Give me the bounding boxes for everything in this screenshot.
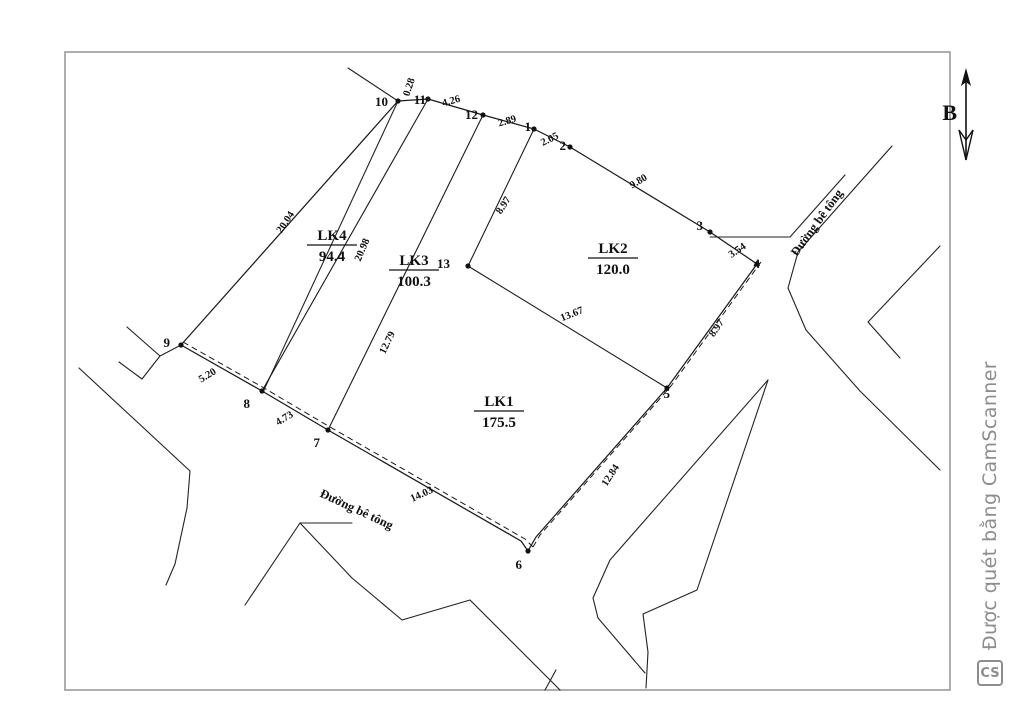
dimension-label-13: 12.79 (378, 330, 398, 356)
road-segment-bottom-right-a (642, 379, 769, 689)
dimension-label-1: 4.26 (441, 94, 462, 110)
corner-point-label-11: 11 (414, 92, 426, 107)
corner-point-label-6: 6 (516, 557, 523, 572)
corner-point-marker-10 (395, 98, 401, 104)
boundary-2-3 (569, 146, 711, 233)
road-segment-right-upper (709, 174, 846, 238)
corner-point-label-10: 10 (375, 94, 388, 109)
corner-point-marker-8 (259, 388, 265, 394)
dimension-label-0: 0.28 (402, 77, 418, 98)
corner-point-marker-6 (525, 548, 531, 554)
road-segment-bottom-right-c (544, 669, 557, 691)
corner-point-marker-9 (178, 342, 184, 348)
lot-label-LK4: LK4 94.4 (307, 228, 357, 265)
corner-point-label-1: 1 (525, 119, 532, 134)
lot-label-LK2: LK2 120.0 (588, 241, 638, 278)
corner-point-marker-11 (425, 96, 431, 102)
corner-point-marker-7 (325, 427, 331, 433)
corner-point-label-7: 7 (314, 435, 321, 450)
corner-point-markers (178, 96, 760, 554)
corner-point-label-12: 12 (465, 107, 478, 122)
corner-point-label-9: 9 (164, 335, 171, 350)
corner-point-label-4: 4 (754, 256, 761, 271)
corner-point-marker-2 (567, 144, 573, 150)
divider-lk3-lk1 (327, 114, 484, 431)
lot-area-LK1: 175.5 (482, 415, 516, 431)
lot-area-LK2: 120.0 (596, 262, 630, 278)
lot-label-LK3: LK3 100.3 (389, 253, 439, 290)
dimension-label-8: 14.03 (409, 485, 435, 505)
road-segment-right-band-outer (867, 245, 941, 359)
parcel-block-outline (180, 98, 758, 552)
lot-name-LK1: LK1 (484, 394, 513, 410)
corner-point-label-3: 3 (697, 218, 704, 233)
corner-point-marker-12 (480, 112, 486, 118)
corner-point-label-13: 13 (437, 256, 451, 271)
north-arrow-fletch (958, 129, 974, 161)
dimension-label-9: 4.73 (274, 409, 295, 428)
boundary-5-6 (527, 387, 668, 552)
lot-name-LK3: LK3 (399, 253, 428, 269)
lot-label-LK1: LK1 175.5 (474, 394, 524, 431)
lot-area-LK4: 94.4 (319, 249, 346, 265)
lot-name-LK4: LK4 (317, 228, 347, 244)
dimension-label-6: 8.97 (707, 318, 727, 339)
corner-point-label-5: 5 (664, 386, 671, 401)
dimension-label-2: 2.89 (497, 114, 518, 130)
boundary-3-4 (709, 231, 758, 265)
north-arrow: B (942, 68, 974, 161)
lot-name-LK2: LK2 (598, 241, 627, 257)
north-arrow-head (961, 68, 971, 86)
dimension-label-15: 13.67 (559, 305, 585, 324)
corner-point-marker-5 (664, 385, 670, 391)
road-segment-left-junction (126, 326, 182, 357)
dimension-label-7: 12.84 (600, 462, 623, 488)
boundary-6-7 (327, 429, 529, 552)
boundary-4-5 (666, 263, 758, 389)
boundary-9-10 (180, 100, 399, 346)
dimension-label-11: 20.04 (275, 209, 298, 235)
road-frontage-dashed (182, 261, 762, 548)
divider-13-5 (467, 265, 668, 389)
corner-point-label-2: 2 (560, 138, 567, 153)
road-name-label-1: Đường bê tông (318, 486, 396, 532)
road-segment-left-long (78, 367, 191, 586)
road-segment-bottom-left-b (299, 522, 561, 691)
road-network (78, 67, 941, 691)
corner-point-marker-3 (707, 229, 713, 235)
road-segment-left-spur (118, 355, 161, 380)
road-segment-right-band-inner (787, 145, 941, 471)
divider-1-13 (467, 128, 535, 267)
road-segment-bottom-left-a (244, 522, 353, 606)
road-name-label-0: Đường bê tông (788, 186, 846, 259)
boundary-7-8 (261, 390, 329, 431)
dimension-label-5: 3.54 (727, 241, 749, 261)
corner-point-label-8: 8 (244, 396, 251, 411)
north-letter: B (942, 100, 957, 125)
dimension-labels: 0.284.262.892.059.803.548.9712.8414.034.… (197, 77, 749, 505)
dimension-label-12: 20.98 (353, 237, 372, 263)
corner-point-marker-13 (465, 263, 471, 269)
dimension-label-14: 8.97 (494, 195, 513, 216)
road-segment-top-left (347, 67, 399, 102)
road-segment-lk4-lk3-divider-ext (262, 100, 399, 393)
page-border (64, 51, 951, 691)
lot-area-LK3: 100.3 (397, 274, 431, 290)
boundary-8-9 (180, 344, 263, 392)
dimension-label-10: 5.20 (197, 366, 218, 385)
road-segment-bottom-right-b (592, 379, 769, 674)
corner-point-marker-1 (531, 126, 537, 132)
corner-point-marker-4 (754, 261, 760, 267)
